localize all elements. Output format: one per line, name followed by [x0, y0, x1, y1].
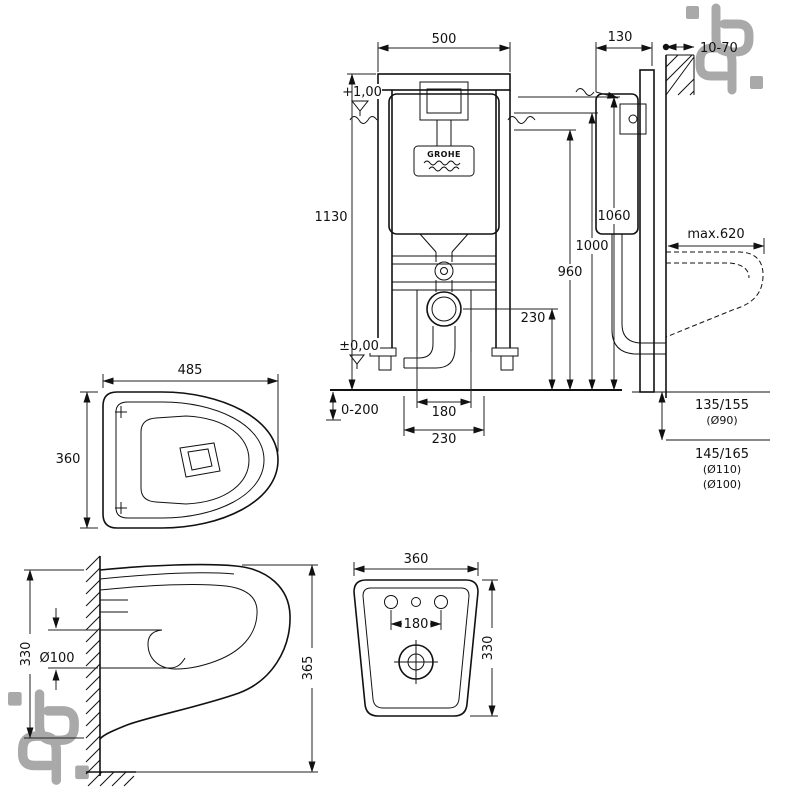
water-supply-icon [507, 116, 536, 124]
dim-outlet-level-1-dia: (Ø90) [706, 414, 737, 427]
dim-drain-dia: Ø100 [39, 651, 74, 666]
dim-outlet-level-2-dia2: (Ø100) [703, 478, 741, 491]
level-mark-icon [350, 100, 370, 112]
dim-rear-width: 360 [404, 552, 429, 567]
frame-side-view: 130 10-70 max.620 135/155 (Ø90) 145/165 … [575, 30, 770, 491]
dim-bowl-length: 485 [178, 363, 203, 378]
dim-960: 960 [558, 265, 583, 280]
bowl-outline [99, 563, 291, 740]
dim-bolt-spacing: 180 [432, 405, 457, 420]
bowl-outline [102, 391, 279, 529]
dim-frame-depth: 130 [608, 30, 633, 45]
dim-bowl-total-height: 365 [301, 656, 316, 681]
hinge-mark-icon [115, 502, 127, 514]
mount-hole-left [384, 595, 398, 609]
flush-bend [434, 261, 454, 281]
dim-outlet-offset: 230 [432, 432, 457, 447]
dim-frame-width: 500 [432, 32, 457, 47]
dim-outlet-level-1: 135/155 [695, 398, 749, 413]
frame-front-view: GROHE +1,00 ±0,00 [314, 32, 634, 447]
bowl-rear-view: 360 180 330 [353, 552, 500, 717]
bowl-side-view: 330 Ø100 365 [19, 555, 320, 787]
floor-hatch [87, 771, 135, 787]
hinge-mark-icon [115, 406, 127, 418]
flush-plate [419, 81, 469, 121]
wall-hatch [665, 54, 695, 96]
inlet-hole [411, 597, 421, 607]
dim-outlet-height: 230 [521, 311, 546, 326]
mount-hole-right [434, 595, 448, 609]
bowl-outline [353, 579, 479, 717]
dim-bowl-height: 330 [19, 642, 34, 667]
bowl-profile-dashed [665, 251, 764, 338]
water-supply-icon [575, 88, 595, 96]
dim-frame-height: 1130 [314, 210, 347, 225]
dim-1000: 1000 [575, 239, 608, 254]
dim-outlet-level-2: 145/165 [695, 447, 749, 462]
wall-hatch [85, 555, 101, 775]
cistern [388, 93, 500, 235]
drain-socket [426, 291, 462, 327]
wave-icon [423, 160, 461, 166]
bowl-top-view: 485 360 [56, 363, 279, 529]
dim-level-top: +1,00 [342, 85, 382, 100]
watermark-logo-icon [686, 3, 763, 95]
dim-max-reach: max.620 [687, 227, 744, 242]
bowl-opening [140, 415, 250, 505]
brand-plate [413, 145, 475, 177]
frame-foot-right [491, 347, 519, 357]
dim-1060: 1060 [597, 209, 630, 224]
dim-foot-range: 0-200 [341, 403, 379, 418]
dim-rear-bolt-spacing: 180 [404, 617, 429, 632]
dim-wall-range: 10-70 [700, 41, 738, 56]
frame-rail-profile [639, 69, 655, 393]
dim-rear-height: 330 [481, 636, 496, 661]
frame-top-bar [377, 73, 511, 91]
wave-icon [428, 166, 460, 172]
water-supply-icon [349, 116, 378, 124]
dim-bowl-width: 360 [56, 452, 81, 467]
dim-level-zero: ±0,00 [339, 339, 379, 354]
dim-outlet-level-2-dia1: (Ø110) [703, 463, 741, 476]
watermark-logo-icon [8, 689, 89, 785]
brand-label: GROHE [427, 150, 461, 159]
